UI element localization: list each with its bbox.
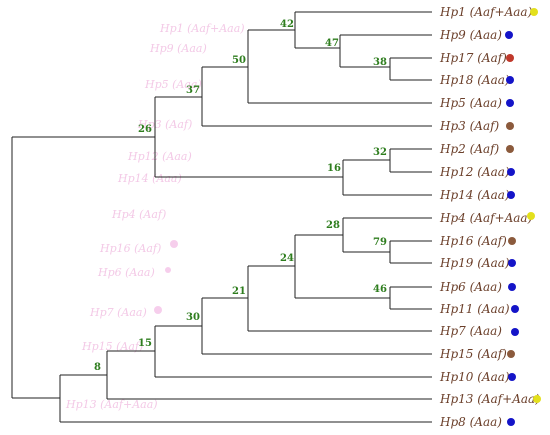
group-marker-dot <box>506 122 514 130</box>
group-marker-dot <box>507 168 515 176</box>
leaf-label: Hp18 (Aaa) <box>439 73 510 87</box>
bootstrap-label: 37 <box>186 85 200 96</box>
leaf-label: Hp4 (Aaf+Aaa) <box>439 211 533 225</box>
leaf-label: Hp5 (Aaa) <box>439 96 502 110</box>
bootstrap-labels: 42 47 38 50 37 26 32 16 28 79 24 46 21 3… <box>94 19 387 373</box>
group-marker-dot <box>511 328 519 336</box>
bootstrap-label: 15 <box>138 338 152 349</box>
leaf-labels: Hp1 (Aaf+Aaa) Hp9 (Aaa) Hp17 (Aaf) Hp18 … <box>439 5 540 429</box>
group-marker-dot <box>508 259 516 267</box>
leaf-label: Hp13 (Aaf+Aaa) <box>439 392 540 406</box>
svg-text:Hp5 (Aaa): Hp5 (Aaa) <box>144 78 202 91</box>
leaf-label: Hp16 (Aaf) <box>439 234 507 248</box>
bootstrap-label: 28 <box>326 220 340 231</box>
leaf-label: Hp2 (Aaf) <box>439 142 500 156</box>
group-marker-dot <box>507 418 515 426</box>
bootstrap-label: 42 <box>280 19 294 30</box>
bootstrap-label: 24 <box>280 253 294 264</box>
bootstrap-label: 21 <box>232 286 246 297</box>
leaf-label: Hp8 (Aaa) <box>439 415 502 429</box>
bootstrap-label: 26 <box>138 124 152 135</box>
group-marker-dot <box>506 54 514 62</box>
bootstrap-label: 46 <box>373 284 387 295</box>
leaf-label: Hp15 (Aaf) <box>439 347 507 361</box>
group-marker-dot <box>511 305 519 313</box>
bootstrap-label: 16 <box>327 163 341 174</box>
svg-text:Hp7 (Aaa): Hp7 (Aaa) <box>89 306 147 319</box>
leaf-label: Hp7 (Aaa) <box>439 324 502 338</box>
bootstrap-label: 30 <box>186 312 200 323</box>
leaf-label: Hp17 (Aaf) <box>439 51 507 65</box>
leaf-label: Hp12 (Aaa) <box>439 165 510 179</box>
group-marker-dot <box>506 99 514 107</box>
group-marker-dot <box>507 191 515 199</box>
leaf-label: Hp11 (Aaa) <box>439 302 510 316</box>
svg-text:Hp13 (Aaf+Aaa): Hp13 (Aaf+Aaa) <box>65 398 158 411</box>
bootstrap-label: 32 <box>373 147 387 158</box>
group-marker-dot <box>508 283 516 291</box>
bootstrap-label: 8 <box>94 362 101 373</box>
svg-text:Hp15 (Aaf): Hp15 (Aaf) <box>81 340 143 353</box>
svg-text:Hp4 (Aaf): Hp4 (Aaf) <box>111 208 166 221</box>
leaf-label: Hp10 (Aaa) <box>439 370 510 384</box>
svg-text:Hp1 (Aaf+Aaa): Hp1 (Aaf+Aaa) <box>159 22 245 35</box>
bootstrap-label: 38 <box>373 57 387 68</box>
group-marker-dot <box>527 212 535 220</box>
bootstrap-label: 79 <box>373 237 387 248</box>
group-marker-dot <box>507 350 515 358</box>
bootstrap-label: 50 <box>232 55 246 66</box>
svg-text:Hp6 (Aaa): Hp6 (Aaa) <box>97 266 155 279</box>
svg-text:Hp3 (Aaf): Hp3 (Aaf) <box>137 118 192 131</box>
leaf-label: Hp9 (Aaa) <box>439 28 502 42</box>
group-marker-dot <box>533 395 541 403</box>
group-marker-dot <box>508 237 516 245</box>
svg-text:Hp9 (Aaa): Hp9 (Aaa) <box>149 42 207 55</box>
group-marker-dot <box>530 8 538 16</box>
svg-text:Hp12 (Aaa): Hp12 (Aaa) <box>127 150 192 163</box>
leaf-label: Hp14 (Aaa) <box>439 188 510 202</box>
leaf-label: Hp1 (Aaf+Aaa) <box>439 5 533 19</box>
bootstrap-label: 47 <box>325 38 339 49</box>
leaf-label: Hp3 (Aaf) <box>439 119 500 133</box>
group-marker-dot <box>506 145 514 153</box>
leaf-label: Hp6 (Aaa) <box>439 280 502 294</box>
group-marker-dot <box>505 31 513 39</box>
svg-text:Hp14 (Aaa): Hp14 (Aaa) <box>117 172 182 185</box>
group-marker-dot <box>506 76 514 84</box>
group-markers <box>505 8 541 426</box>
tree-branches <box>11 11 432 423</box>
ghost-watermark-layer: Hp1 (Aaf+Aaa) Hp9 (Aaa) Hp5 (Aaa) Hp3 (A… <box>65 22 245 411</box>
leaf-label: Hp19 (Aaa) <box>439 256 510 270</box>
group-marker-dot <box>508 373 516 381</box>
svg-text:Hp16 (Aaf): Hp16 (Aaf) <box>99 242 161 255</box>
